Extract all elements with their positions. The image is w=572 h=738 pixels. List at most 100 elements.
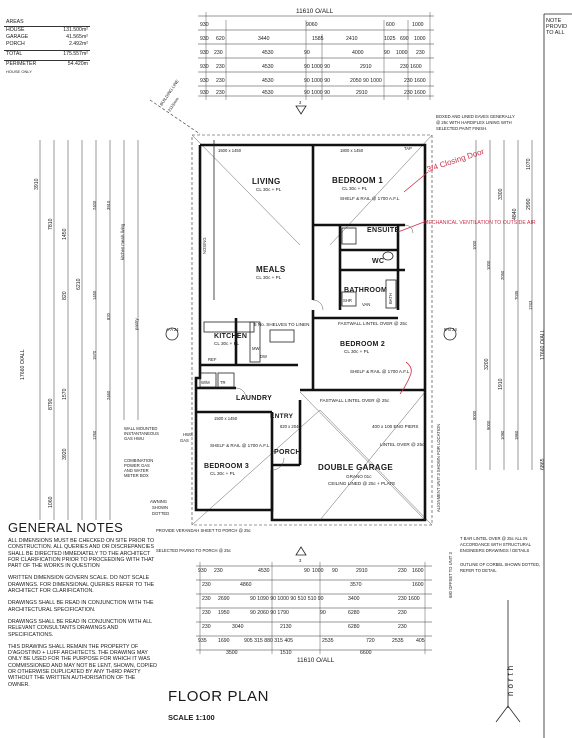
door-size: 820 x 2040 (280, 424, 301, 429)
north-arrow (495, 600, 521, 723)
shelf-rail-2: SHELF & RAIL @ 1700 A.F.L (350, 369, 410, 374)
svg-text:1600: 1600 (412, 582, 424, 588)
top-dim-10: 1025 (384, 36, 396, 42)
svg-text:3200: 3200 (484, 358, 490, 370)
svg-text:1510: 1510 (280, 650, 292, 656)
svg-text:1600: 1600 (412, 568, 424, 574)
svg-text:230: 230 (202, 624, 211, 630)
lintel-over: LINTEL OVER @ 25c (380, 442, 425, 447)
svg-text:720: 720 (366, 638, 375, 644)
svg-text:230: 230 (202, 610, 211, 616)
svg-text:930: 930 (200, 90, 209, 96)
note-hws-line-1: WALL MOUNTED (124, 426, 157, 431)
room-label-ensuite: ENSUITE (367, 227, 399, 234)
svg-text:CEILING LINED @ 25c + PLATE: CEILING LINED @ 25c + PLATE (328, 481, 395, 486)
note-meter-line-1: COMBINATION (124, 458, 153, 463)
right-dimension-chain: 1070 2990 4840 3300 6865 3200 1910 17660… (472, 140, 546, 470)
left-dimension-chain: 3910 7810 1450 6210 820 8790 1570 3920 1… (20, 140, 139, 520)
svg-text:230 1600: 230 1600 (404, 78, 426, 84)
svg-text:230: 230 (398, 568, 407, 574)
svg-text:SELECTED PAINT FINISH.: SELECTED PAINT FINISH. (436, 126, 487, 131)
svg-text:230: 230 (216, 64, 225, 70)
svg-text:METER BOX: METER BOX (124, 473, 149, 478)
svg-text:GAS HWU: GAS HWU (124, 436, 144, 441)
washing-machine (199, 372, 217, 388)
svg-text:930: 930 (200, 78, 209, 84)
kitchen-island (269, 329, 295, 343)
window-size-1: 1500 x 1450 (218, 148, 242, 153)
svg-text:90: 90 (304, 568, 310, 574)
svg-text:1000: 1000 (472, 240, 477, 250)
tag-mw: MW (252, 346, 259, 351)
svg-text:230 1600: 230 1600 (404, 90, 426, 96)
svg-text:6600: 6600 (360, 650, 372, 656)
note-paving: SELECTED PAVING TO PORCH @ 25c (156, 548, 231, 553)
general-note-3: DRAWINGS SHALL BE READ IN CONJUNCTION WI… (8, 600, 154, 613)
tag-shr: SHR (343, 298, 352, 303)
svg-text:pantry: pantry (134, 317, 139, 330)
svg-text:2910: 2910 (360, 64, 372, 70)
general-notes-title: GENERAL NOTES (8, 520, 124, 535)
tag-nosing: NOSING (202, 237, 207, 254)
shower (341, 291, 357, 307)
svg-text:4860: 4860 (240, 582, 252, 588)
area-schedule-header: AREAS (4, 18, 90, 27)
svg-text:1000: 1000 (486, 260, 491, 270)
top-dim-4: 1000 (412, 22, 424, 28)
tag-wm: W/M (201, 380, 210, 385)
window-size-3: 1500 x 1450 (214, 416, 238, 421)
svg-text:DOTTED: DOTTED (152, 511, 169, 516)
top-dim-13: 930 (200, 50, 209, 56)
svg-text:930: 930 (198, 568, 207, 574)
building-line: BUILDING LINE 2115mm (149, 79, 201, 135)
svg-text:230: 230 (202, 582, 211, 588)
svg-text:820: 820 (106, 312, 111, 320)
general-note-2: WRITTEN DIMENSION GOVERN SCALE. DO NOT S… (8, 575, 155, 595)
door-swing (312, 299, 324, 311)
tag-ref: REF (208, 357, 217, 362)
svg-text:2400: 2400 (92, 200, 97, 210)
svg-text:A-A 24: A-A 24 (166, 327, 179, 332)
svg-text:1690: 1690 (218, 638, 230, 644)
section-mark-a: A-A 24 (165, 327, 179, 341)
svg-text:3: 3 (299, 100, 302, 105)
note-offset: 680 OFFSET TO UNIT 3 (448, 552, 453, 598)
svg-text:CL 30c + PL: CL 30c + PL (342, 186, 368, 191)
top-dim-2: 9060 (306, 22, 318, 28)
svg-text:930: 930 (200, 64, 209, 70)
svg-text:230: 230 (216, 90, 225, 96)
svg-text:AND WATER: AND WATER (124, 468, 149, 473)
svg-text:1910: 1910 (498, 378, 504, 390)
svg-text:90: 90 (332, 568, 338, 574)
general-note-5: THIS DRAWING SHALL REMAIN THE PROPERTY O… (8, 643, 157, 688)
svg-text:SHOWN: SHOWN (152, 505, 168, 510)
svg-text:8000: 8000 (472, 410, 477, 420)
top-dim-12: 1000 (414, 36, 426, 42)
svg-text:405: 405 (416, 638, 425, 644)
area-row-perimeter-sub: HOUSE ONLY (6, 69, 32, 74)
svg-text:90 1000 90: 90 1000 90 (304, 78, 330, 84)
wc-pan (382, 251, 394, 261)
svg-text:1090: 1090 (500, 430, 505, 440)
svg-text:4530: 4530 (258, 568, 270, 574)
svg-text:2130: 2130 (280, 624, 292, 630)
svg-text:90: 90 (320, 610, 326, 616)
svg-text:3040: 3040 (232, 624, 244, 630)
top-dim-6: 620 (216, 36, 225, 42)
svg-text:3300: 3300 (498, 188, 504, 200)
svg-text:90 2060 90 1790: 90 2060 90 1790 (250, 610, 289, 616)
top-dim-19: 1000 (396, 50, 408, 56)
shelf-rail-3: SHELF & RAIL @ 1700 A.F.L (210, 443, 270, 448)
general-note-1: ALL DIMENSIONS MUST BE CHECKED ON SITE P… (8, 538, 155, 570)
tag-van: VAN (362, 302, 370, 307)
room-label-double-garage: DOUBLE GARAGE (318, 463, 393, 472)
svg-text:230: 230 (398, 610, 407, 616)
shelf-rail-1: SHELF & RAIL @ 1700 A.F.L (340, 196, 400, 201)
room-label-living: LIVING (252, 177, 280, 186)
svg-text:1000: 1000 (312, 568, 324, 574)
tag-tap: TAP (404, 146, 412, 151)
garage-piers: 400 x 100 ENG PIERS (372, 424, 418, 429)
svg-text:@ 25c WITH HARDIFLEX LINING WI: @ 25c WITH HARDIFLEX LINING WITH (436, 120, 512, 125)
handwritten-note-door: 3/4 Closing Door (426, 147, 486, 174)
